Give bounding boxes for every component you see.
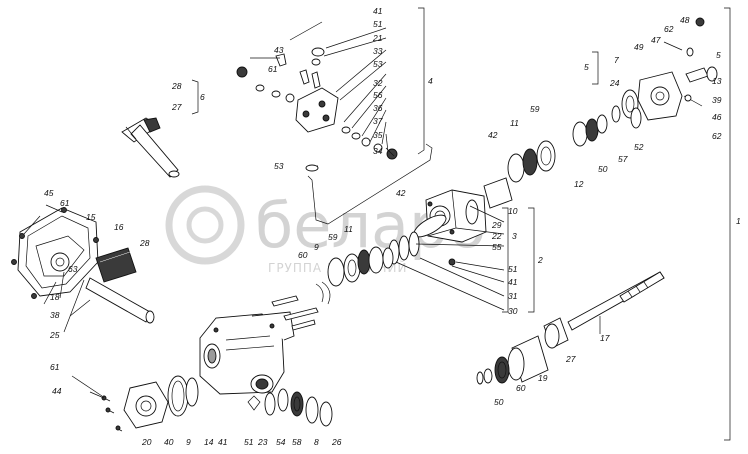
label-63: 63 <box>68 264 78 274</box>
label-58: 58 <box>292 437 302 447</box>
label-57: 57 <box>618 154 628 164</box>
label-28b: 28 <box>139 238 150 248</box>
sector-shaft <box>69 247 155 324</box>
label-50: 50 <box>598 164 608 174</box>
label-59: 59 <box>530 104 540 114</box>
cardan-shaft-upper <box>121 117 180 178</box>
label-32: 32 <box>373 78 383 88</box>
label-20: 20 <box>141 437 152 447</box>
label-12: 12 <box>574 179 584 189</box>
label-13: 13 <box>712 76 722 86</box>
label-11b: 11 <box>344 224 353 234</box>
label-5: 5 <box>584 62 589 72</box>
label-48: 48 <box>680 15 690 25</box>
label-23: 23 <box>257 437 268 447</box>
label-31: 31 <box>508 291 518 301</box>
input-shaft <box>476 271 665 385</box>
label-30: 30 <box>508 306 518 316</box>
label-4: 4 <box>428 76 433 86</box>
label-61c: 61 <box>50 362 60 372</box>
end-cover <box>637 17 718 121</box>
bearings-right <box>483 89 642 209</box>
label-36: 36 <box>373 103 383 113</box>
label-47: 47 <box>651 35 661 45</box>
label-51c: 51 <box>244 437 254 447</box>
label-62b: 62 <box>712 131 722 141</box>
label-38: 38 <box>50 310 60 320</box>
label-42: 42 <box>488 130 498 140</box>
callout-labels: 41 51 21 33 53 32 56 36 37 35 34 43 61 4… <box>44 6 741 447</box>
label-61b: 61 <box>60 198 70 208</box>
label-24: 24 <box>609 78 620 88</box>
front-cover-assembly <box>101 375 199 432</box>
main-housing <box>199 311 295 395</box>
label-49: 49 <box>634 42 644 52</box>
label-41: 41 <box>373 6 383 16</box>
label-10: 10 <box>508 206 518 216</box>
label-60b: 60 <box>516 383 526 393</box>
label-9b: 9 <box>186 437 191 447</box>
pump-body <box>388 189 487 265</box>
label-44: 44 <box>52 386 62 396</box>
label-40: 40 <box>164 437 174 447</box>
label-62: 62 <box>664 24 674 34</box>
label-3: 3 <box>512 231 517 241</box>
label-45: 45 <box>44 188 54 198</box>
side-cover <box>11 204 99 299</box>
label-21: 21 <box>372 33 383 43</box>
seal-rings-bottom <box>247 388 333 427</box>
label-37: 37 <box>373 116 383 126</box>
label-25: 25 <box>49 330 60 340</box>
label-28: 28 <box>171 81 182 91</box>
label-41c: 41 <box>218 437 228 447</box>
label-1: 1 <box>736 216 741 226</box>
label-55: 55 <box>492 242 502 252</box>
label-29: 29 <box>491 220 502 230</box>
label-43: 43 <box>274 45 284 55</box>
label-39: 39 <box>712 95 722 105</box>
label-56: 56 <box>373 90 383 100</box>
label-52: 52 <box>634 142 644 152</box>
label-18: 18 <box>50 292 60 302</box>
label-61: 61 <box>268 64 278 74</box>
label-17: 17 <box>600 333 610 343</box>
label-16: 16 <box>114 222 124 232</box>
label-6: 6 <box>200 92 205 102</box>
label-5b: 5 <box>716 50 721 60</box>
label-41b: 41 <box>508 277 518 287</box>
label-51: 51 <box>373 19 383 29</box>
label-50b: 50 <box>494 397 504 407</box>
label-59b: 59 <box>328 232 338 242</box>
bearings-middle <box>327 246 456 287</box>
label-8: 8 <box>314 437 319 447</box>
label-19: 19 <box>538 373 548 383</box>
label-15: 15 <box>86 212 96 222</box>
label-27b: 27 <box>565 354 576 364</box>
label-35: 35 <box>373 130 383 140</box>
leader-lines <box>43 7 731 441</box>
label-53: 53 <box>373 59 383 69</box>
label-11: 11 <box>510 118 519 128</box>
label-7: 7 <box>614 55 619 65</box>
valve-block <box>236 47 398 160</box>
label-27: 27 <box>171 102 182 112</box>
label-26: 26 <box>331 437 342 447</box>
label-33: 33 <box>373 46 383 56</box>
label-2: 2 <box>537 255 543 265</box>
label-51b: 51 <box>508 264 518 274</box>
label-14: 14 <box>204 437 214 447</box>
label-42b: 42 <box>396 188 406 198</box>
label-22: 22 <box>491 231 502 241</box>
label-9: 9 <box>314 242 319 252</box>
label-46: 46 <box>712 112 722 122</box>
label-60: 60 <box>298 250 308 260</box>
label-34: 34 <box>373 146 383 156</box>
guide-pins <box>271 281 331 331</box>
label-53b: 53 <box>274 161 284 171</box>
label-54: 54 <box>276 437 286 447</box>
